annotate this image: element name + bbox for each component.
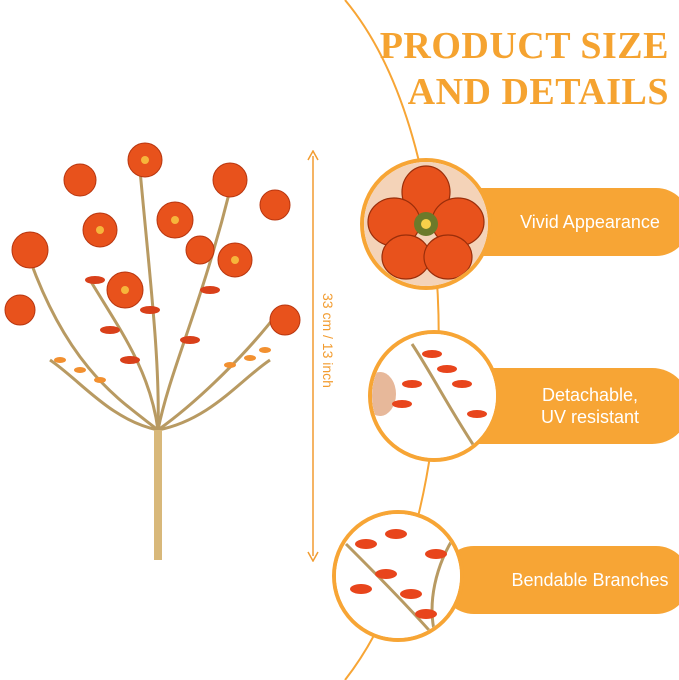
dimension-label: 33 cm / 13 inch [320,292,336,388]
page-title-line1: PRODUCT SIZE [379,25,669,67]
stem-closeup-image [368,330,500,462]
flower-bouquet-image [4,142,301,560]
flower-closeup-image [360,158,492,290]
feature-pill-bendable-branches: Bendable Branches [440,546,679,614]
branch-closeup-image [332,510,464,642]
page-title-line2: AND DETAILS [407,71,669,113]
feature-label: Bendable Branches [511,570,669,590]
feature-label-line2: UV resistant [540,407,640,427]
feature-label-line1: Detachable, [541,385,639,405]
dimension-arrow [307,150,319,562]
feature-label: Vivid Appearance [520,212,660,232]
